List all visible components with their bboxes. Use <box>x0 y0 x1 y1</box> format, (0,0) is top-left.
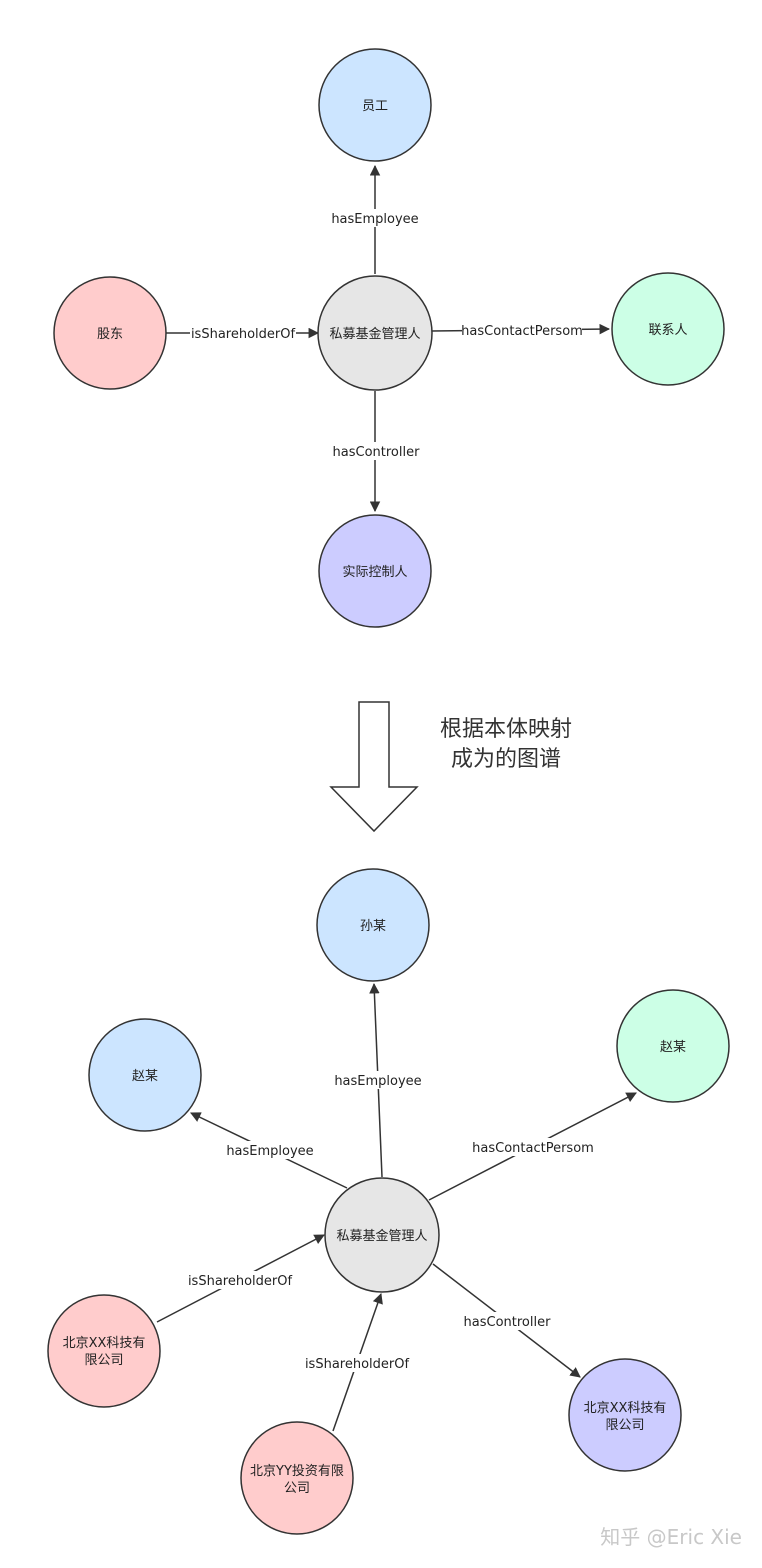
edge-label-has-employee: hasEmployee <box>331 212 418 227</box>
node-shareholder-yy: 北京YY投资有限 公司 <box>240 1421 354 1535</box>
edge-label-has-controller: hasController <box>333 445 421 460</box>
caption-line-1: 根据本体映射 <box>440 717 572 742</box>
edge-label-is-shareholder-of-xx: isShareholderOf <box>188 1274 293 1289</box>
svg-text:私募基金管理人: 私募基金管理人 <box>336 1228 427 1244</box>
caption-line-2: 成为的图谱 <box>451 747 561 772</box>
node-contact: 联系人 <box>611 272 725 386</box>
transition: 根据本体映射 成为的图谱 <box>329 701 572 833</box>
svg-text:限公司: 限公司 <box>84 1353 123 1368</box>
node-shareholder: 股东 <box>53 276 167 390</box>
edge-label-is-shareholder-of: isShareholderOf <box>191 327 296 342</box>
svg-text:公司: 公司 <box>284 1481 310 1496</box>
down-arrow-icon <box>329 701 419 833</box>
node-center-instance: 私募基金管理人 <box>324 1177 440 1293</box>
watermark: 知乎 @Eric Xie <box>600 1525 742 1549</box>
instance-graph: hasEmployee hasEmployee hasContactPersom… <box>47 868 730 1535</box>
node-controller-xx: 北京XX科技有 限公司 <box>568 1358 682 1472</box>
edge-label-has-controller-inst: hasController <box>464 1315 552 1330</box>
ontology-graph: hasEmployee isShareholderOf hasContactPe… <box>53 48 725 628</box>
node-controller: 实际控制人 <box>318 514 432 628</box>
svg-text:赵某: 赵某 <box>132 1069 158 1084</box>
edge-label-has-employee-sun: hasEmployee <box>334 1074 421 1089</box>
svg-text:实际控制人: 实际控制人 <box>342 565 407 580</box>
node-employee-sun: 孙某 <box>316 868 430 982</box>
node-employee: 员工 <box>318 48 432 162</box>
node-contact-zhao: 赵某 <box>616 989 730 1103</box>
svg-text:员工: 员工 <box>362 99 388 114</box>
edge-label-has-contact-person-inst: hasContactPersom <box>472 1141 594 1156</box>
edge-label-is-shareholder-of-yy: isShareholderOf <box>305 1357 410 1372</box>
svg-text:孙某: 孙某 <box>360 919 386 934</box>
node-center: 私募基金管理人 <box>317 275 433 391</box>
svg-text:北京XX科技有: 北京XX科技有 <box>584 1401 667 1416</box>
svg-text:股东: 股东 <box>97 327 123 342</box>
svg-text:联系人: 联系人 <box>648 323 687 338</box>
svg-text:限公司: 限公司 <box>605 1418 644 1433</box>
node-shareholder-xx: 北京XX科技有 限公司 <box>47 1294 161 1408</box>
svg-text:私募基金管理人: 私募基金管理人 <box>329 326 420 342</box>
node-employee-zhao: 赵某 <box>88 1018 202 1132</box>
edge-label-has-employee-zhao: hasEmployee <box>226 1144 313 1159</box>
svg-text:赵某: 赵某 <box>660 1040 686 1055</box>
edge-label-has-contact-person: hasContactPersom <box>461 324 583 339</box>
svg-text:北京YY投资有限: 北京YY投资有限 <box>250 1463 344 1479</box>
svg-text:北京XX科技有: 北京XX科技有 <box>63 1336 146 1351</box>
